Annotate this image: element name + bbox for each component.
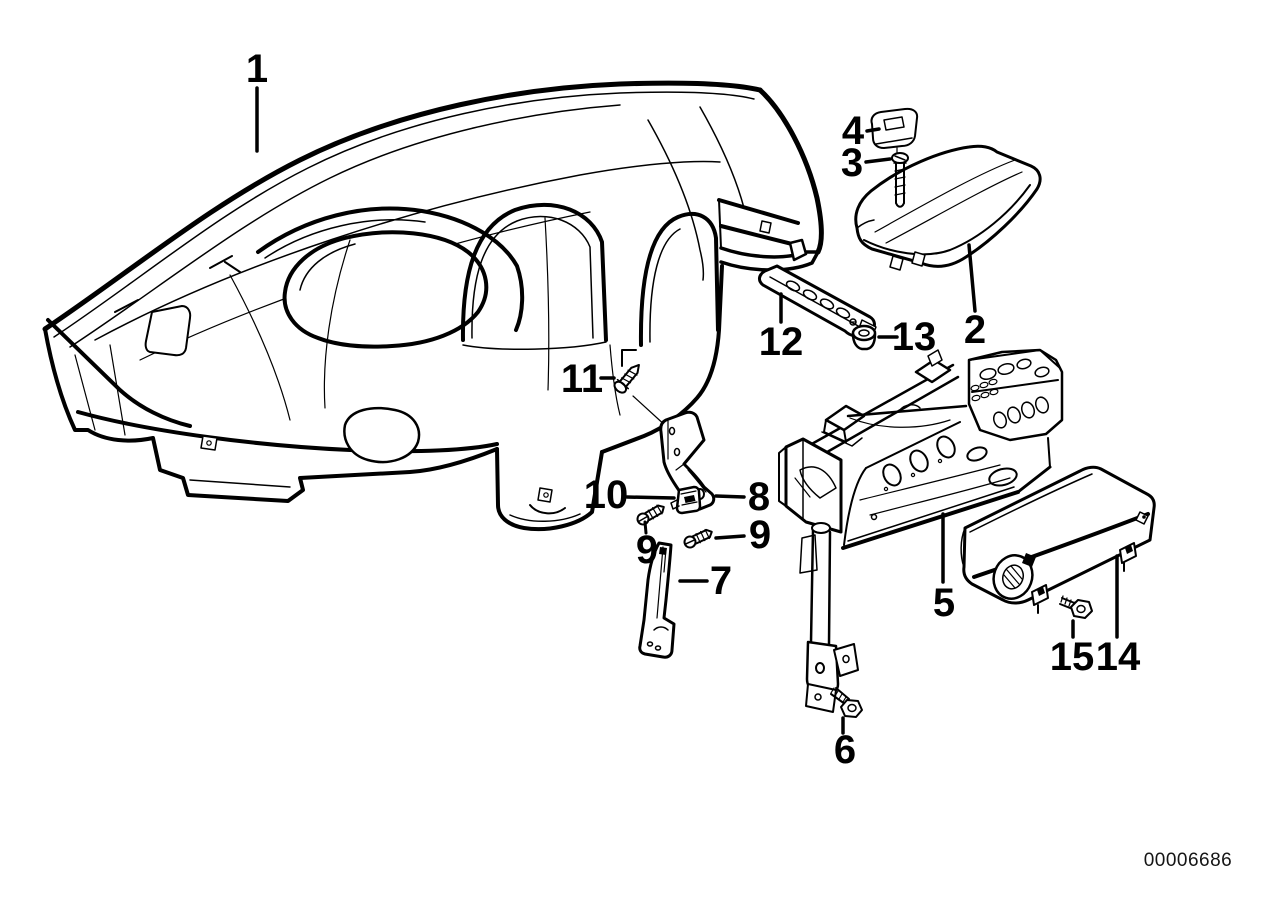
callout-1-label: 1 <box>246 47 268 91</box>
callout-9-left: 9 <box>636 520 658 572</box>
callout-4: 4 <box>842 109 881 153</box>
part-9-screw-right <box>683 528 713 549</box>
part-11-screw <box>613 363 668 428</box>
callout-12: 12 <box>759 292 804 364</box>
callout-1: 1 <box>246 47 268 153</box>
callout-5: 5 <box>933 512 955 625</box>
drawing-number: 00006686 <box>1144 850 1233 871</box>
callout-3-label: 3 <box>841 141 863 185</box>
part-1-dashboard-trim-panel <box>42 80 824 532</box>
callout-8-label: 8 <box>748 475 770 519</box>
part-2-cover-panel <box>854 144 1042 271</box>
callout-14-label: 14 <box>1096 635 1141 679</box>
callout-8-leader-line <box>714 494 746 499</box>
callouts: 1 2 3 4 5 6 7 8 <box>246 47 1141 772</box>
callout-10-leader-line <box>625 495 676 500</box>
part-10-clip <box>670 485 702 515</box>
part-5-support-carrier <box>778 348 1064 713</box>
callout-13-label: 13 <box>892 315 937 359</box>
callout-8: 8 <box>714 475 770 519</box>
callout-2: 2 <box>964 243 986 352</box>
part-6-bolt <box>830 687 863 718</box>
part-3-screw <box>891 152 909 208</box>
callout-12-label: 12 <box>759 320 804 364</box>
callout-11: 11 <box>561 357 616 401</box>
callout-6-label: 6 <box>834 728 856 772</box>
callout-13: 13 <box>877 315 937 359</box>
callout-5-label: 5 <box>933 581 955 625</box>
part-15-bolt <box>1059 595 1093 619</box>
callout-11-label: 11 <box>561 357 603 401</box>
part-4-clip <box>870 107 919 154</box>
callout-4-label: 4 <box>842 109 865 153</box>
callout-14: 14 <box>1096 554 1141 679</box>
callout-2-leader-line <box>967 243 977 313</box>
callout-3-leader-line <box>864 157 892 164</box>
callout-9-left-label: 9 <box>636 528 658 572</box>
part-8-bracket <box>659 410 716 511</box>
callout-9-right-leader-line <box>714 534 746 540</box>
callout-9-left-leader-line <box>643 520 648 535</box>
part-9-screw-left <box>636 504 665 526</box>
callout-2-label: 2 <box>964 308 986 352</box>
callout-7: 7 <box>678 559 732 603</box>
part-7-bracket-strip <box>638 541 676 659</box>
callout-10-label: 10 <box>584 473 629 517</box>
callout-15-label: 15 <box>1050 635 1095 679</box>
callout-7-label: 7 <box>710 559 732 603</box>
callout-3: 3 <box>841 141 892 185</box>
callout-15: 15 <box>1050 619 1095 679</box>
part-14-airbag-module <box>960 465 1156 614</box>
part-13-nut <box>851 324 877 351</box>
callout-9-right-label: 9 <box>749 513 771 557</box>
callout-4-leader-line <box>865 127 881 133</box>
callout-9-right: 9 <box>714 513 771 557</box>
callout-6: 6 <box>834 716 856 772</box>
callout-10: 10 <box>584 473 676 517</box>
